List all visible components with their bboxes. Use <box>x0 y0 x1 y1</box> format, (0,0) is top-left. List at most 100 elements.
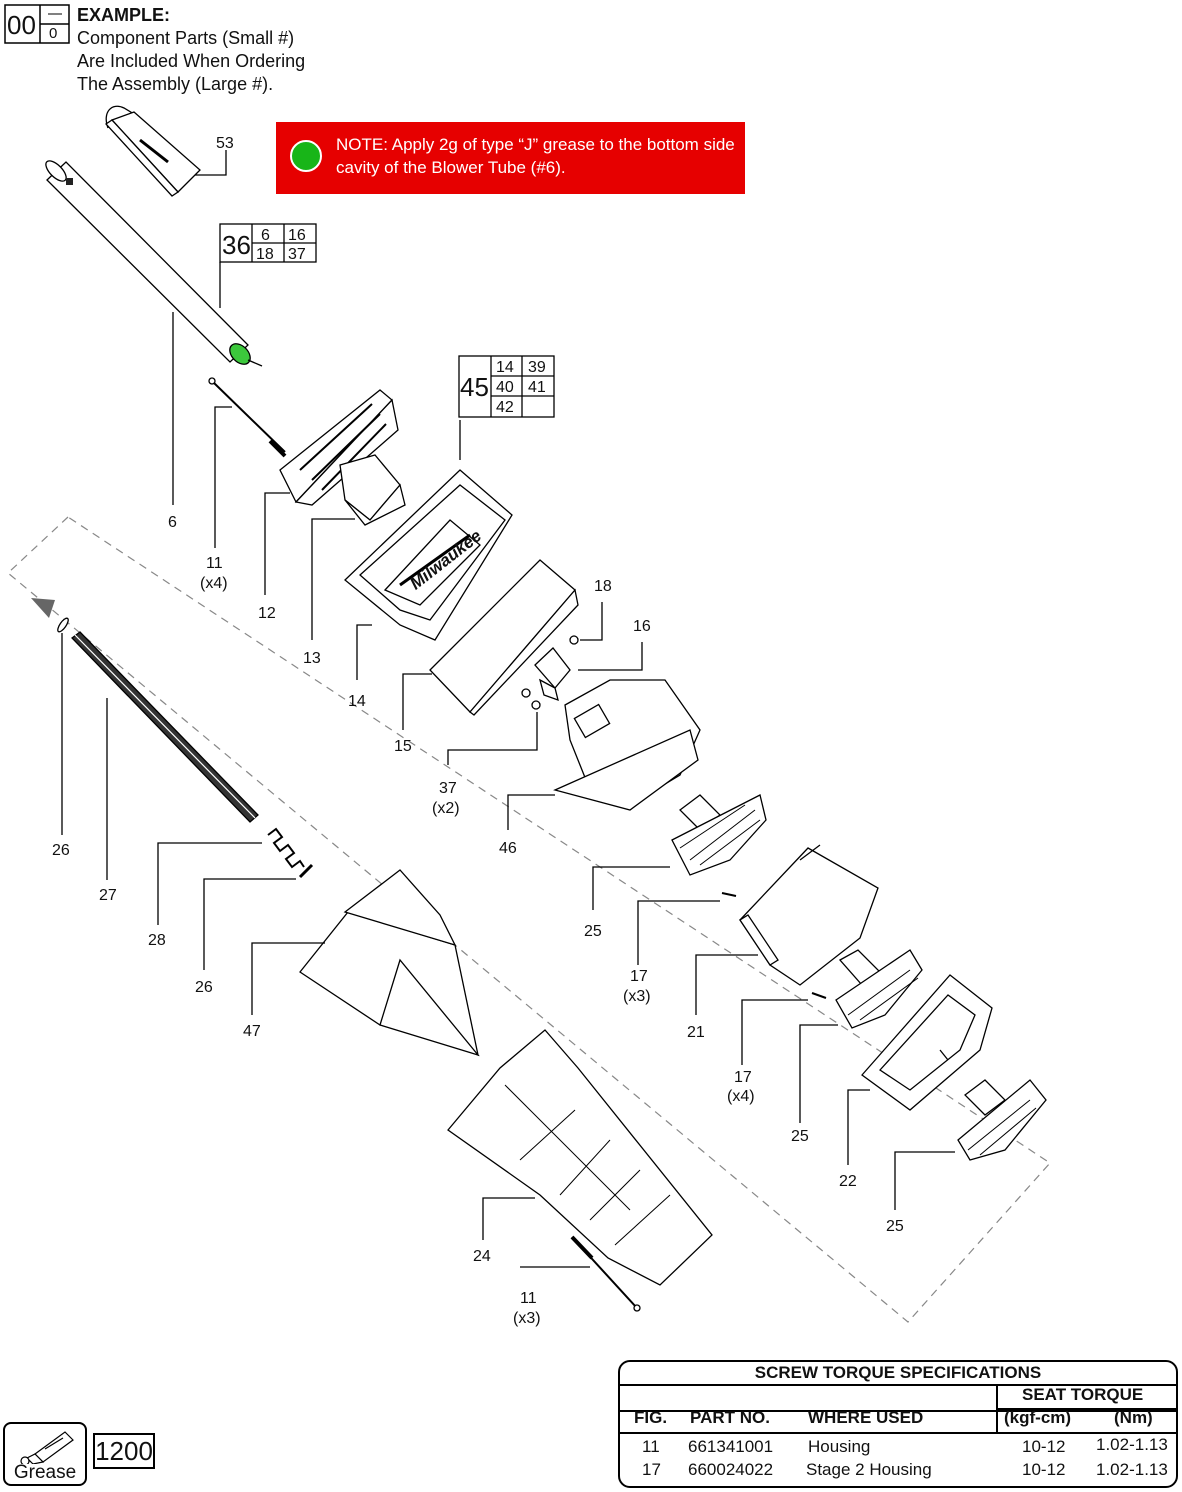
callout-26-lower: 26 <box>195 979 213 996</box>
part-11-screw-upper <box>208 377 287 548</box>
part-47-diffuser <box>251 869 480 1057</box>
seat-torque-header: SEAT TORQUE <box>1022 1385 1144 1404</box>
col-where-header: WHERE USED <box>808 1408 924 1427</box>
callout-12: 12 <box>258 605 276 622</box>
callout-11-lower: 11 <box>520 1290 537 1307</box>
callout-15: 15 <box>394 738 412 755</box>
part-25-fan-upper <box>592 794 767 910</box>
row-1-kgf: 10-12 <box>1022 1437 1066 1456</box>
callout-21: 21 <box>687 1024 705 1041</box>
tube-kit-boundary <box>7 516 1051 1323</box>
assembly-45-part-41: 41 <box>528 379 546 396</box>
callout-13: 13 <box>303 650 321 667</box>
col-part-header: PART NO. <box>690 1408 770 1427</box>
part-26-pin <box>203 863 314 970</box>
part-16-bracket <box>534 642 643 702</box>
example-small-number: 0 <box>49 25 58 42</box>
row-2-nm: 1.02-1.13 <box>1096 1460 1168 1479</box>
callout-37: 37 <box>439 780 457 797</box>
part-53-strap <box>105 105 227 197</box>
callout-46: 46 <box>499 840 517 857</box>
col-fig-header: FIG. <box>634 1408 668 1427</box>
callout-18: 18 <box>594 578 612 595</box>
grease-note-text: NOTE: Apply 2g of type “J” grease to the… <box>336 135 735 177</box>
callout-26-upper: 26 <box>52 842 70 859</box>
callout-6: 6 <box>168 514 177 531</box>
row-1-where: Housing <box>808 1437 871 1456</box>
body-divider <box>620 1432 1176 1434</box>
callout-17-a-qty: (x3) <box>623 988 651 1005</box>
boundary-arrow-icon <box>31 598 55 618</box>
callout-17-b: 17 <box>734 1069 752 1086</box>
callout-53: 53 <box>216 135 234 152</box>
grease-dot-icon <box>290 140 322 172</box>
row-1-part: 661341001 <box>688 1437 774 1456</box>
part-6-blower-tube <box>45 160 263 505</box>
assembly-45-part-42: 42 <box>496 399 514 416</box>
callout-25-lower: 25 <box>886 1218 904 1235</box>
row-2-where: Stage 2 Housing <box>806 1460 932 1479</box>
grease-note: NOTE: Apply 2g of type “J” grease to the… <box>276 122 745 194</box>
callout-25-middle: 25 <box>791 1128 809 1145</box>
col-nm-header: (Nm) <box>1114 1408 1153 1427</box>
example-heading: EXAMPLE: <box>77 5 171 25</box>
callout-11-lower-qty: (x3) <box>513 1310 541 1327</box>
example-line-3: The Assembly (Large #). <box>77 74 274 94</box>
example-line-2: Are Included When Ordering <box>77 51 306 71</box>
example-legend: EXAMPLE: Component Parts (Small #) Are I… <box>77 4 305 96</box>
callout-14: 14 <box>348 693 366 710</box>
assembly-45-part-40: 40 <box>496 379 514 396</box>
seat-divider <box>996 1384 998 1410</box>
callout-25-upper: 25 <box>584 923 602 940</box>
row-2-fig: 17 <box>642 1460 661 1479</box>
row-2-part: 660024022 <box>688 1460 774 1479</box>
part-27-rod <box>71 631 259 880</box>
part-37-nut-a <box>521 688 531 698</box>
part-28-spring <box>157 827 305 925</box>
grease-tube-icon <box>20 1431 74 1464</box>
callout-11-upper-qty: (x4) <box>200 575 228 592</box>
assembly-36-number: 36 <box>222 230 251 260</box>
callout-16: 16 <box>633 618 651 635</box>
part-12-front-cover <box>264 389 399 595</box>
part-25-fan-middle <box>799 949 923 1123</box>
part-37-nut-b <box>531 700 541 710</box>
grease-label: Grease <box>13 1462 77 1483</box>
row-1-nm: 1.02-1.13 <box>1096 1435 1168 1454</box>
row-1-fig: 11 <box>642 1437 660 1456</box>
callout-28: 28 <box>148 932 166 949</box>
part-46-motor-assembly <box>507 679 701 830</box>
grease-part-number: 1200 <box>93 1433 155 1469</box>
kgf-divider <box>996 1408 998 1432</box>
screw-torque-table: SCREW TORQUE SPECIFICATIONS SEAT TORQUE … <box>618 1360 1178 1488</box>
callout-17-a: 17 <box>630 968 648 985</box>
part-25-fan-lower <box>894 1079 1047 1210</box>
header-divider <box>620 1410 1176 1412</box>
col-kgf-header: (kgf-cm) <box>1004 1408 1072 1427</box>
part-21-stage-housing <box>695 844 879 1015</box>
callout-24: 24 <box>473 1248 491 1265</box>
assembly-36-part-16: 16 <box>288 227 306 244</box>
assembly-box-45 <box>458 355 555 418</box>
assembly-45-number: 45 <box>460 372 489 402</box>
assembly-box-36 <box>219 223 317 263</box>
seat-underline <box>996 1386 1176 1410</box>
row-2-kgf: 10-12 <box>1022 1460 1066 1479</box>
callout-47: 47 <box>243 1023 261 1040</box>
example-big-number: 00 <box>7 10 36 40</box>
assembly-36-part-18: 18 <box>256 246 274 263</box>
part-14-housing-cover <box>344 420 513 680</box>
torque-table-title: SCREW TORQUE SPECIFICATIONS <box>620 1362 1176 1386</box>
callout-22: 22 <box>839 1173 857 1190</box>
example-key-box: 00 0 <box>4 4 70 44</box>
callout-27: 27 <box>99 887 117 904</box>
example-line-1: Component Parts (Small #) <box>77 28 295 48</box>
assembly-36-part-6: 6 <box>261 227 270 244</box>
callout-37-qty: (x2) <box>432 800 460 817</box>
callout-17-b-qty: (x4) <box>727 1088 755 1105</box>
part-15-seal <box>402 559 579 730</box>
assembly-36-part-37: 37 <box>288 246 306 263</box>
assembly-45-part-39: 39 <box>528 359 546 376</box>
part-11-screw-lower <box>520 1235 641 1312</box>
